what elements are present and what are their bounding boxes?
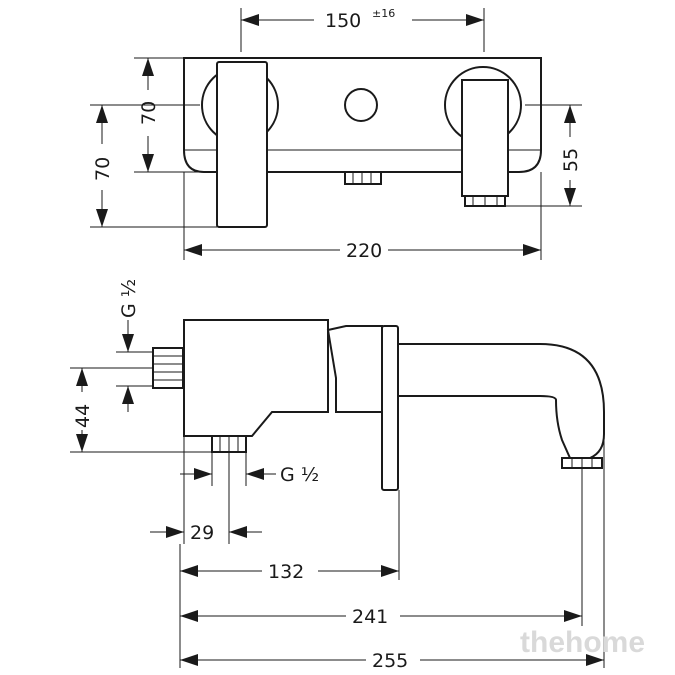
dim-side-offset-label: 29	[190, 522, 214, 544]
dim-side-thread-vertical-label: G ½	[118, 279, 140, 318]
top-left-handle	[216, 61, 268, 228]
side-inlet-thread	[152, 347, 184, 389]
dim-right-height-label: 55	[560, 148, 582, 172]
side-spout	[398, 343, 605, 459]
dim-side-depth-255-label: 255	[372, 650, 408, 672]
top-center-button	[344, 88, 378, 122]
top-right-handle	[461, 79, 509, 197]
top-outlet-nut	[344, 171, 382, 185]
side-body	[183, 319, 329, 437]
dim-side-thread-vertical: G ½	[116, 279, 153, 412]
dim-side-depth-241: 241	[180, 468, 583, 628]
dim-right-height: 55	[505, 104, 582, 207]
side-handle	[326, 325, 383, 413]
top-view	[183, 57, 542, 228]
dim-left-height-outer: 70	[90, 104, 217, 228]
dim-top-width-label: 220	[346, 240, 382, 262]
dim-side-thread-horizontal-label: G ½	[280, 464, 319, 486]
side-rosette-plate	[381, 325, 399, 491]
watermark-logo: thehome	[520, 626, 645, 659]
dim-top-width: 220	[183, 172, 542, 262]
dim-top-spacing: 150 ±16	[240, 7, 485, 52]
dim-left-height-outer-label: 70	[92, 157, 114, 181]
dim-left-height-inner: 70	[134, 57, 204, 173]
dim-top-spacing-label: 150	[325, 10, 361, 32]
dim-side-depth-255: 255	[180, 434, 605, 672]
dim-side-height-label: 44	[72, 404, 94, 428]
dim-top-spacing-tolerance: ±16	[372, 7, 395, 20]
dim-side-height: 44	[70, 367, 212, 453]
side-view	[152, 319, 605, 491]
dim-side-thread-horizontal: G ½	[180, 452, 319, 486]
dim-left-height-inner-label: 70	[138, 101, 160, 125]
dim-side-depth-132: 132	[179, 490, 400, 668]
dim-side-depth-132-label: 132	[268, 561, 304, 583]
dim-side-offset: 29	[150, 436, 262, 544]
dim-side-depth-241-label: 241	[352, 606, 388, 628]
